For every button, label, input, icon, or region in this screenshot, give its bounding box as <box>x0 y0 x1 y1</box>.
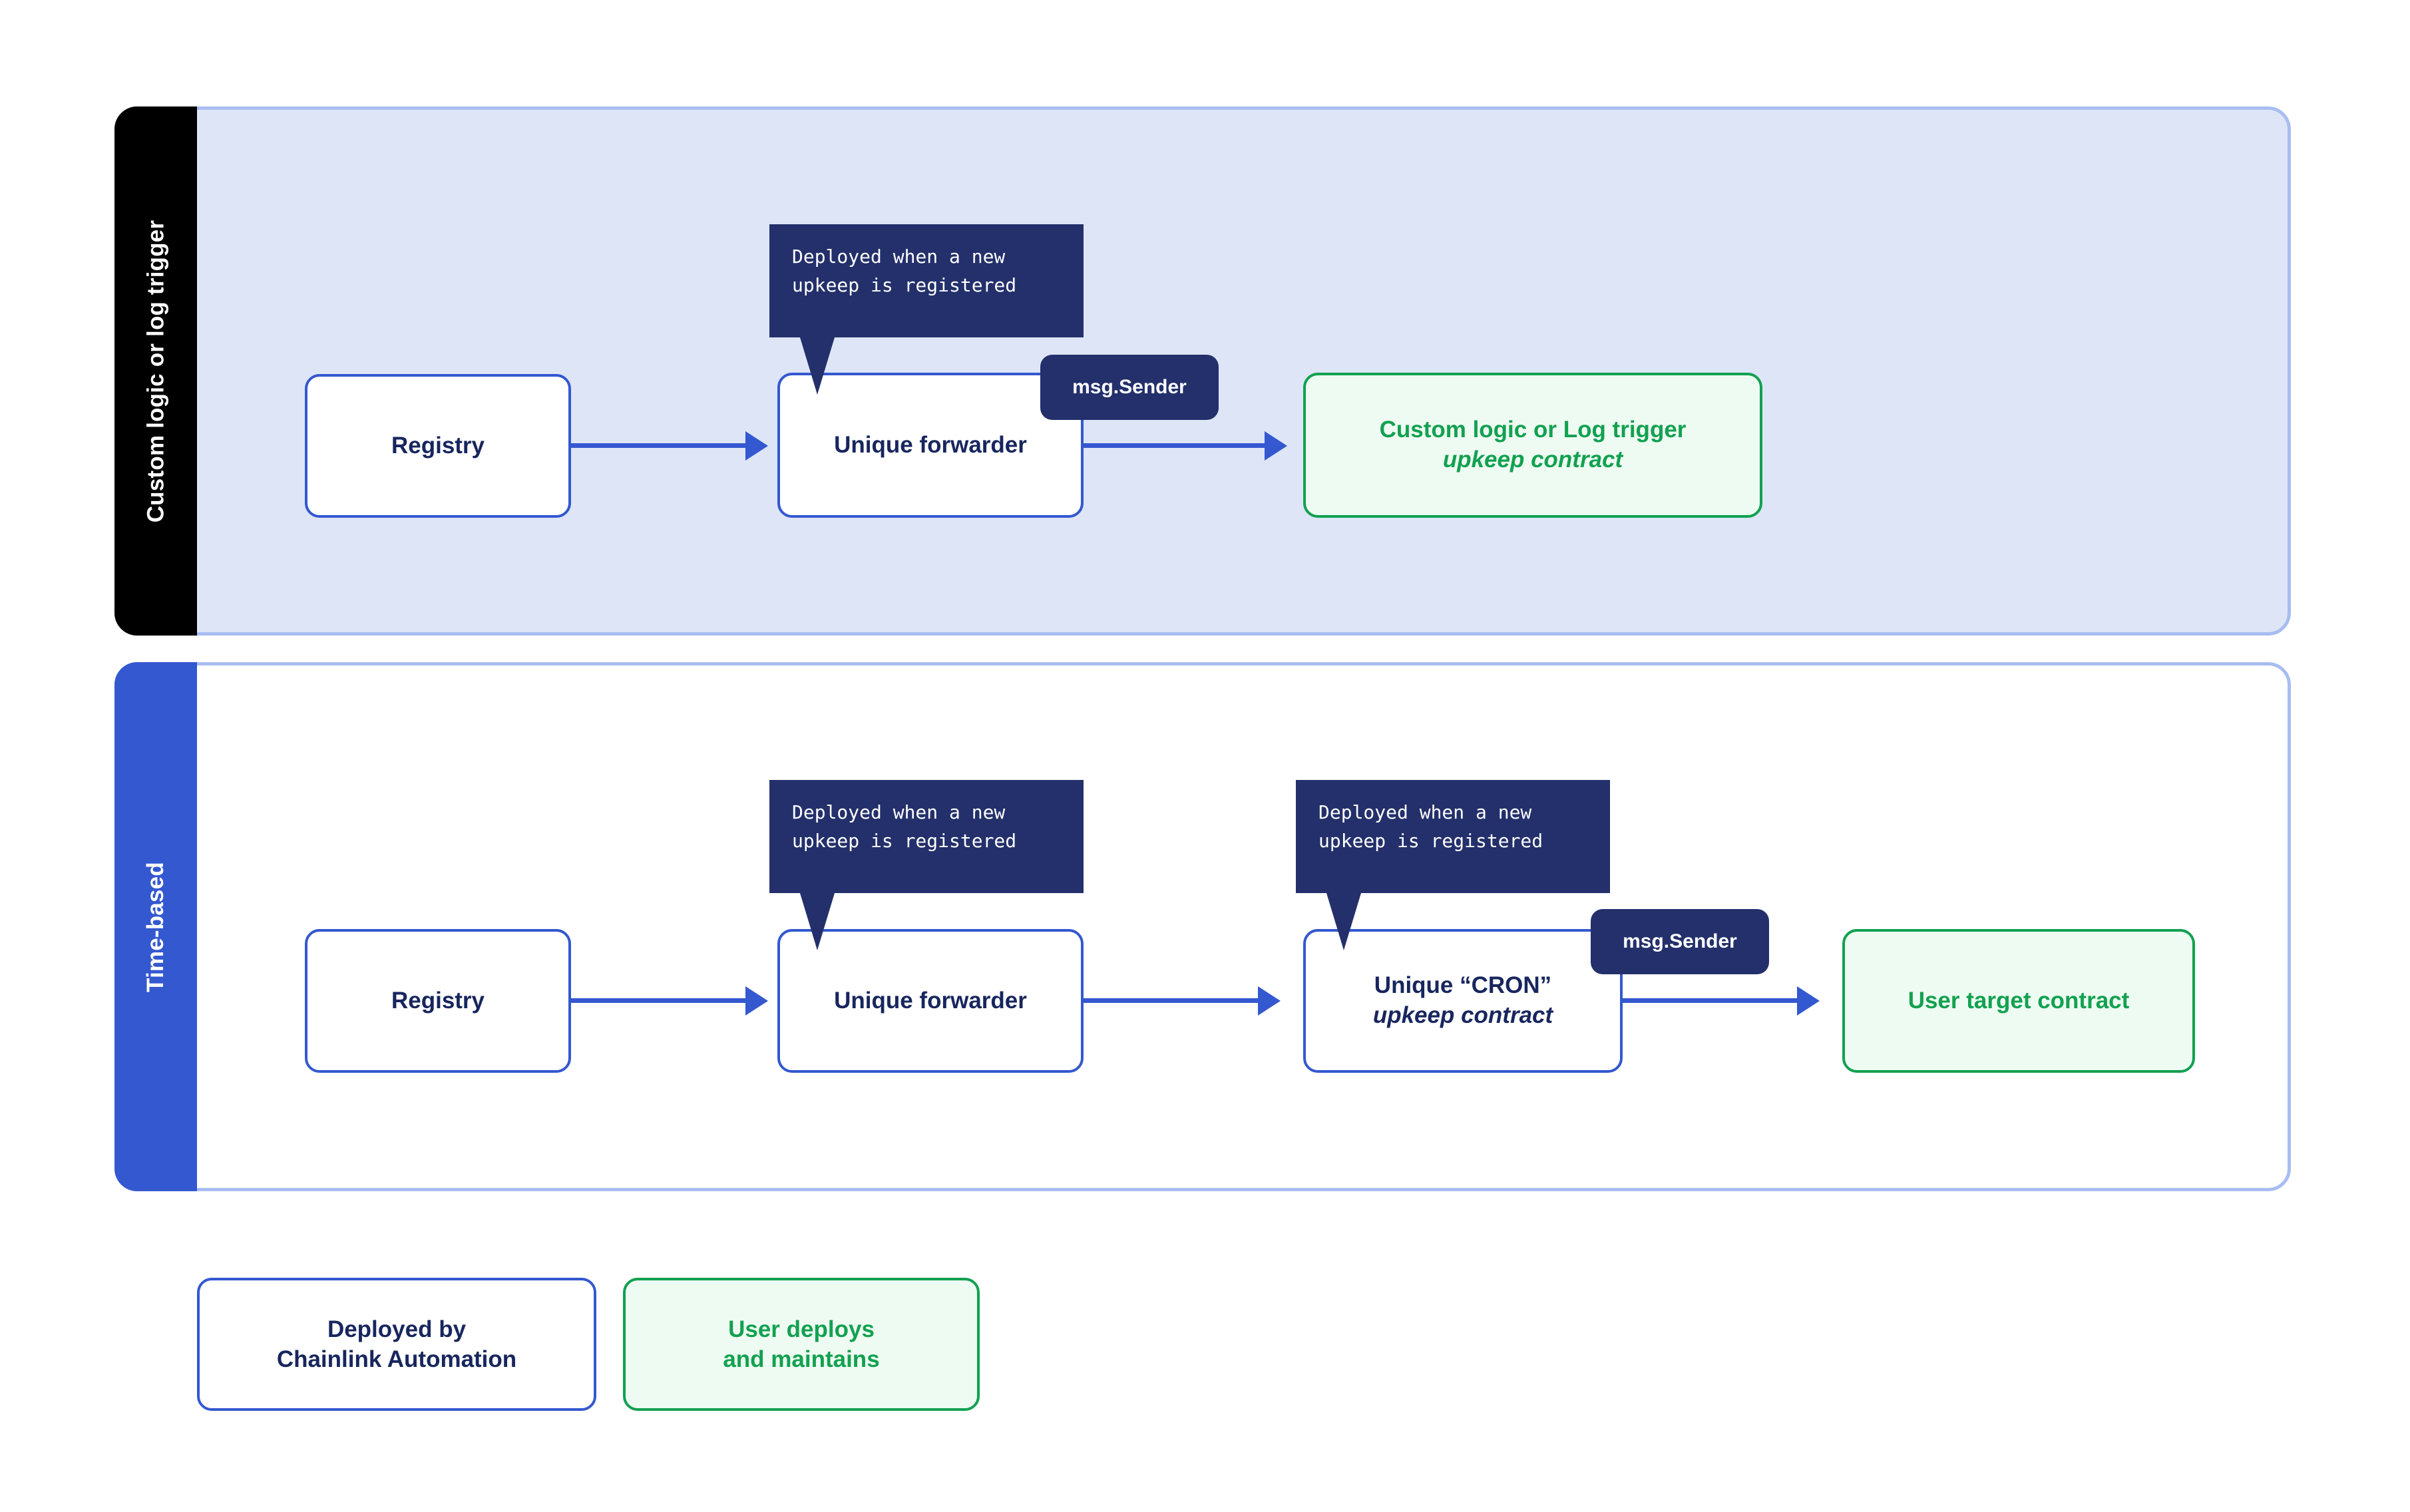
legend-label-line-1: User deploys <box>728 1316 875 1342</box>
node-label-line-1: Unique “CRON” <box>1374 972 1552 999</box>
connector-registry-to-forwarder-1 <box>571 443 764 448</box>
arrowhead-registry-to-forwarder-1 <box>745 431 768 461</box>
tooltip-forwarder-deployed-custom: Deployed when a new upkeep is registered <box>769 224 1084 395</box>
connector-registry-to-forwarder-2 <box>571 998 764 1003</box>
lane-tab-custom-logic: Custom logic or log trigger <box>114 106 197 636</box>
lane-panel-time-based <box>114 662 2291 1191</box>
node-label-line-1: Registry <box>391 432 485 459</box>
lane-tab-time-based: Time-based <box>114 662 197 1191</box>
badge-label: msg.Sender <box>1072 376 1187 398</box>
legend-label-line-1: Deployed by <box>327 1316 467 1342</box>
arrowhead-cron-to-target-2 <box>1797 986 1820 1016</box>
arrowhead-forwarder-to-cron-2 <box>1258 986 1281 1016</box>
lane-tab-label-custom-logic: Custom logic or log trigger <box>142 220 169 522</box>
legend-label-line-2: and maintains <box>723 1346 880 1372</box>
arrowhead-forwarder-to-upkeep-1 <box>1265 431 1287 461</box>
legend-item-deployed-by-chainlink-automation: Deployed by Chainlink Automation <box>197 1278 596 1411</box>
tooltip-cron-deployed-time: Deployed when a new upkeep is registered <box>1296 780 1610 950</box>
tooltip-line-2: upkeep is registered <box>792 829 1017 852</box>
node-label-line-2: upkeep contract <box>1372 1002 1553 1028</box>
tooltip-line-2: upkeep is registered <box>792 274 1017 296</box>
node-unique-forwarder-time[interactable]: Unique forwarder <box>777 929 1084 1073</box>
node-label-line-1: Registry <box>391 987 485 1014</box>
node-label-line-1: Unique forwarder <box>834 987 1027 1014</box>
node-user-target-contract-time[interactable]: User target contract <box>1842 929 2195 1073</box>
connector-forwarder-to-cron-2 <box>1084 998 1277 1003</box>
node-registry-custom[interactable]: Registry <box>305 374 571 518</box>
node-registry-time[interactable]: Registry <box>305 929 571 1073</box>
connector-cron-to-target-2 <box>1623 998 1816 1003</box>
tooltip-line-1: Deployed when a new <box>1318 801 1532 823</box>
tooltip-tail-triangle <box>1326 893 1361 950</box>
badge-msg-sender-time: msg.Sender <box>1591 909 1769 974</box>
tooltip-line-2: upkeep is registered <box>1318 829 1543 852</box>
tooltip-line-1: Deployed when a new <box>792 246 1006 268</box>
node-label-line-1: User target contract <box>1908 987 2130 1014</box>
legend-label-line-2: Chainlink Automation <box>276 1346 517 1372</box>
node-label-line-1: Custom logic or Log trigger <box>1379 417 1687 443</box>
node-upkeep-contract-custom[interactable]: Custom logic or Log trigger upkeep contr… <box>1303 373 1762 518</box>
badge-msg-sender-custom: msg.Sender <box>1040 355 1219 420</box>
node-unique-forwarder-custom[interactable]: Unique forwarder <box>777 373 1084 518</box>
node-unique-cron-time[interactable]: Unique “CRON” upkeep contract <box>1303 929 1623 1073</box>
tooltip-tail-triangle <box>800 893 835 950</box>
node-label-line-1: Unique forwarder <box>834 431 1027 458</box>
connector-forwarder-to-upkeep-1 <box>1084 443 1283 448</box>
node-label-line-2: upkeep contract <box>1442 447 1623 472</box>
lane-tab-label-time-based: Time-based <box>142 861 168 992</box>
legend-item-user-deploys-and-maintains: User deploys and maintains <box>623 1278 980 1411</box>
badge-label: msg.Sender <box>1623 930 1737 952</box>
tooltip-line-1: Deployed when a new <box>792 801 1006 823</box>
arrowhead-registry-to-forwarder-2 <box>745 986 768 1016</box>
tooltip-tail-triangle <box>800 337 835 395</box>
tooltip-forwarder-deployed-time: Deployed when a new upkeep is registered <box>769 780 1084 950</box>
